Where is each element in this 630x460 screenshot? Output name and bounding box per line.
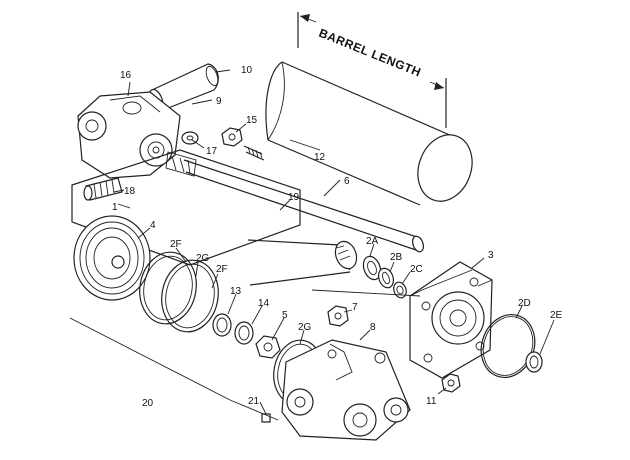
- leader-lines: [113, 69, 555, 415]
- washer-13: [212, 313, 232, 337]
- ring-2e: [525, 351, 543, 373]
- clevis-end-cap: [77, 91, 181, 179]
- callout-2f-lower: 2F: [216, 264, 228, 275]
- piston-part: [73, 215, 151, 301]
- callout-labels: 10 9 16 17 15 12 6 18 1 19 4 2F 2G 2F 13…: [112, 65, 563, 409]
- callout-2a: 2A: [366, 236, 379, 247]
- threaded-stud: [243, 145, 265, 161]
- callout-10: 10: [241, 65, 253, 76]
- callout-21: 21: [248, 396, 260, 407]
- assembly-outline: [69, 289, 421, 421]
- callout-19: 19: [288, 192, 300, 203]
- ring-2f: [139, 251, 197, 325]
- callout-1: 1: [112, 202, 118, 213]
- base-clevis: [281, 339, 411, 441]
- callout-13: 13: [230, 286, 242, 297]
- callout-17: 17: [206, 146, 218, 157]
- callout-2e: 2E: [550, 310, 563, 321]
- callout-7: 7: [352, 302, 358, 313]
- callout-15: 15: [246, 115, 258, 126]
- callout-8: 8: [370, 322, 376, 333]
- callout-14: 14: [258, 298, 270, 309]
- callout-2g-lower: 2G: [298, 322, 312, 333]
- seal-2b: [377, 267, 395, 289]
- callout-5: 5: [282, 310, 288, 321]
- callout-2b: 2B: [390, 252, 403, 263]
- callout-3: 3: [488, 250, 494, 261]
- callout-12: 12: [314, 152, 326, 163]
- callout-2c: 2C: [410, 264, 423, 275]
- callout-2d: 2D: [518, 298, 531, 309]
- seal-2c: [393, 281, 407, 299]
- seal-2a: [362, 255, 382, 281]
- callout-6: 6: [344, 176, 350, 187]
- callout-9: 9: [216, 96, 222, 107]
- callout-20: 20: [142, 398, 154, 409]
- nut-part: [221, 127, 243, 147]
- callout-2g-upper: 2G: [196, 253, 210, 264]
- barrel-tube: [265, 61, 473, 206]
- barrel-length-dimension: BARREL LENGTH: [297, 12, 447, 128]
- end-cap-3: [409, 261, 493, 379]
- nut-7: [327, 305, 349, 327]
- callout-18: 18: [124, 186, 136, 197]
- nut-5: [255, 335, 281, 359]
- washer-14: [234, 321, 254, 345]
- barrel-length-label: BARREL LENGTH: [317, 26, 423, 80]
- rod-bushing: [83, 177, 123, 201]
- callout-2f-upper: 2F: [170, 239, 182, 250]
- callout-16: 16: [120, 70, 132, 81]
- callout-11: 11: [426, 396, 437, 407]
- piston-rod: [165, 151, 425, 253]
- ring-2g: [161, 259, 219, 333]
- piston-head-assembly: [71, 149, 358, 286]
- callout-4: 4: [150, 220, 156, 231]
